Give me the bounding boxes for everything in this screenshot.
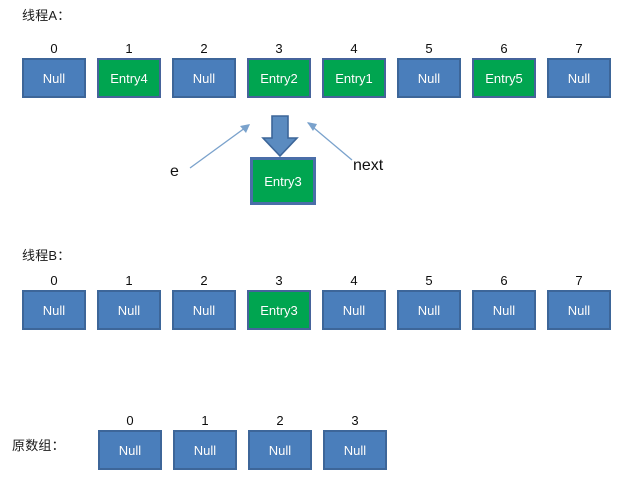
cell-index-label: 2: [200, 41, 208, 56]
cell-box-null: Null: [172, 290, 236, 330]
cell-index-label: 0: [50, 41, 58, 56]
cell-index-label: 1: [201, 413, 209, 428]
cell-index-label: 6: [500, 273, 508, 288]
cell-index-label: 2: [276, 413, 284, 428]
down-block-arrow-icon: [261, 115, 299, 158]
cell-box-null: Null: [472, 290, 536, 330]
cell-index-label: 3: [275, 41, 283, 56]
cell-index-label: 6: [500, 41, 508, 56]
cell-box-null: Null: [248, 430, 312, 470]
annotation-next: next: [353, 157, 384, 174]
cell-box-entry5: Entry5: [472, 58, 536, 98]
cell-index-label: 4: [350, 41, 358, 56]
annotation-e: e: [170, 163, 179, 180]
cell-index-label: 5: [425, 41, 433, 56]
cell-box-null: Null: [22, 290, 86, 330]
cell-index-label: 0: [50, 273, 58, 288]
cell-index-label: 3: [351, 413, 359, 428]
cell-box-null: Null: [173, 430, 237, 470]
cell-box-null: Null: [98, 430, 162, 470]
cell-box-null: Null: [397, 290, 461, 330]
section-label-thread-b: 线程B：: [22, 248, 71, 263]
section-label-original-array: 原数组：: [12, 438, 65, 453]
cell-index-label: 0: [126, 413, 134, 428]
cell-box-entry3: Entry3: [247, 290, 311, 330]
cell-index-label: 7: [575, 273, 583, 288]
section-label-thread-a: 线程A：: [22, 8, 71, 23]
detached-node-label: Entry3: [264, 173, 302, 189]
detached-node-entry3: Entry3: [250, 157, 316, 205]
cell-index-label: 5: [425, 273, 433, 288]
cell-box-entry1: Entry1: [322, 58, 386, 98]
cell-box-null: Null: [547, 58, 611, 98]
cell-box-null: Null: [547, 290, 611, 330]
cell-box-entry2: Entry2: [247, 58, 311, 98]
cell-index-label: 3: [275, 273, 283, 288]
cell-box-entry4: Entry4: [97, 58, 161, 98]
arrow-next-to-entry2: [307, 122, 353, 161]
cell-box-null: Null: [22, 58, 86, 98]
cell-index-label: 1: [125, 41, 133, 56]
cell-box-null: Null: [97, 290, 161, 330]
cell-box-null: Null: [172, 58, 236, 98]
cell-box-null: Null: [323, 430, 387, 470]
cell-index-label: 2: [200, 273, 208, 288]
arrow-e-to-entry2: [189, 124, 250, 169]
cell-index-label: 7: [575, 41, 583, 56]
cell-index-label: 1: [125, 273, 133, 288]
cell-box-null: Null: [397, 58, 461, 98]
cell-box-null: Null: [322, 290, 386, 330]
cell-index-label: 4: [350, 273, 358, 288]
